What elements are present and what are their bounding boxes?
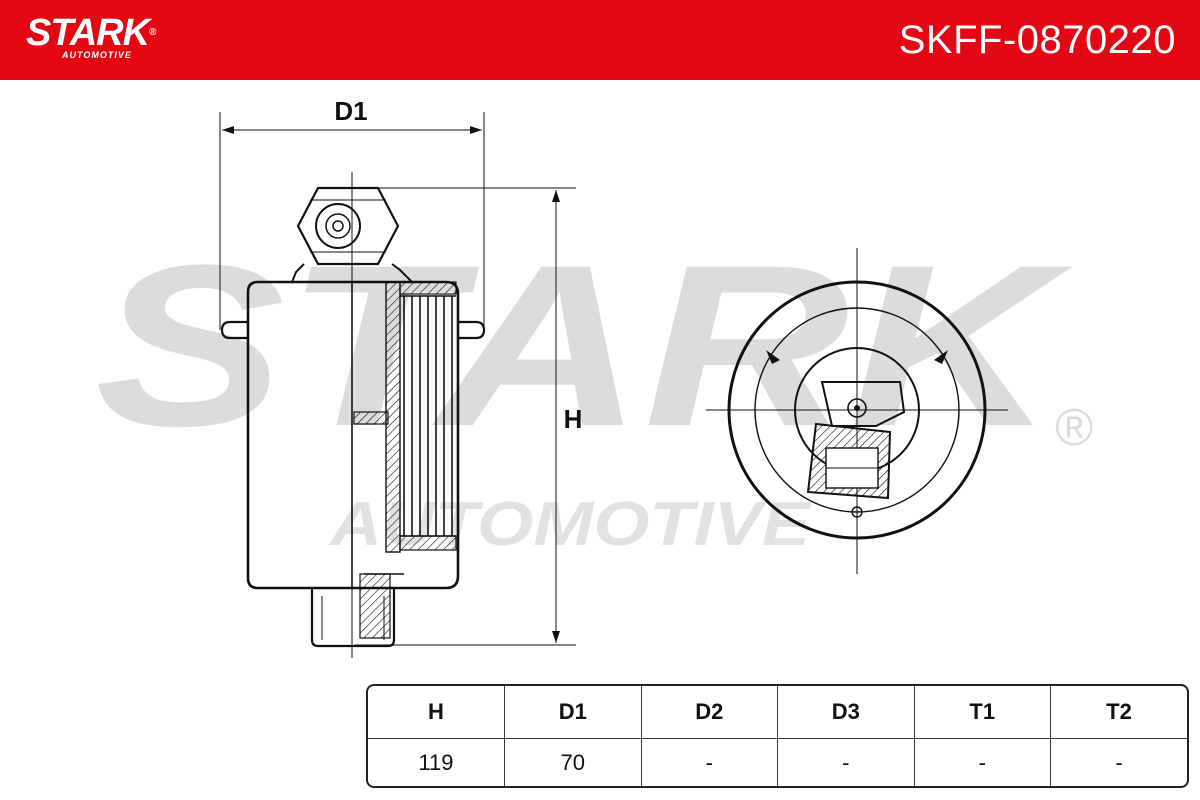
- dimension-label-h: H: [564, 404, 583, 434]
- top-view: [706, 248, 1008, 574]
- value-d2: -: [641, 738, 778, 786]
- part-number: SKFF-0870220: [898, 18, 1176, 62]
- registered-mark: ®: [149, 27, 156, 38]
- logo-subtitle: AUTOMOTIVE: [62, 50, 132, 60]
- technical-drawing: D1 H: [219, 96, 1008, 658]
- logo-brand-text: STARK: [26, 12, 150, 54]
- value-d1: 70: [504, 738, 642, 786]
- value-h: 119: [368, 738, 505, 786]
- watermark-main-text: STARK: [95, 217, 1073, 474]
- header-d3: D3: [777, 686, 915, 739]
- side-view: [219, 112, 576, 658]
- header-d1: D1: [504, 686, 642, 739]
- header-t1: T1: [914, 686, 1051, 739]
- header-h: H: [368, 686, 505, 739]
- header-t2: T2: [1050, 686, 1187, 739]
- stark-watermark: STARK AUTOMOTIVE ®: [95, 217, 1093, 559]
- dimensions-table: H D1 D2 D3 T1 T2 119 70 - - - -: [366, 684, 1189, 788]
- value-d3: -: [777, 738, 915, 786]
- header-d2: D2: [641, 686, 778, 739]
- value-t2: -: [1115, 749, 1123, 775]
- dimension-label-d1: D1: [334, 96, 367, 126]
- brand-header: STARK® AUTOMOTIVE SKFF-0870220: [0, 0, 1200, 80]
- watermark-registered-mark: ®: [1055, 399, 1093, 457]
- table-row: 119 70 - - - -: [368, 738, 1187, 786]
- stark-logo: STARK® AUTOMOTIVE: [26, 12, 157, 60]
- table-header-row: H D1 D2 D3 T1 T2: [368, 686, 1187, 739]
- value-t1: -: [914, 738, 1051, 786]
